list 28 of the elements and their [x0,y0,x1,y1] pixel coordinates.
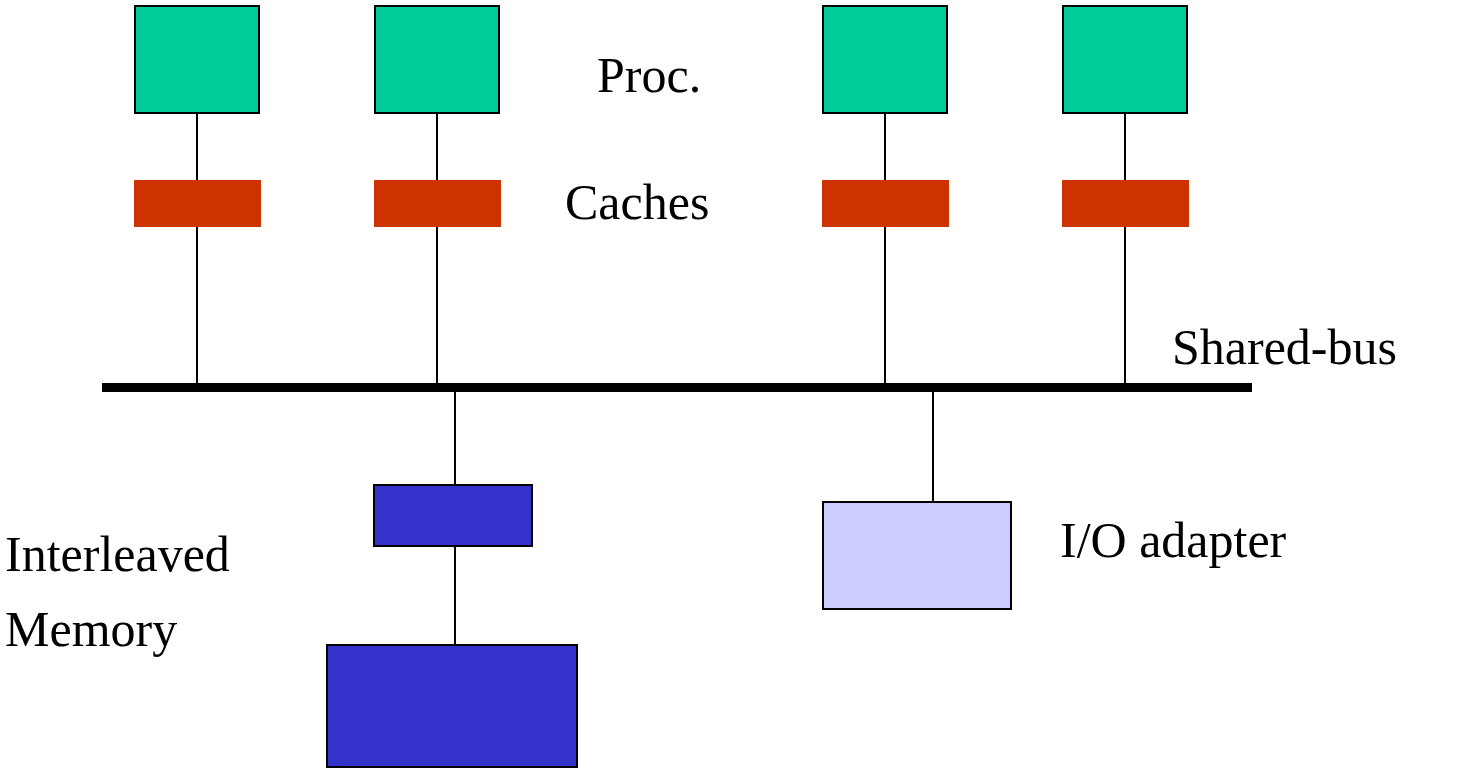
memory-controller-box [373,484,533,547]
connector-line [1124,226,1126,384]
io-adapter-box [822,501,1012,610]
cache-bar [134,180,261,227]
bus-bar [102,383,1252,392]
connector-line [454,546,456,645]
connector-line [1124,113,1126,181]
connector-line [884,226,886,384]
connector-line [884,113,886,181]
label-text: Shared-bus [1172,318,1398,377]
label-text: Interleaved Memory [5,525,231,659]
cache-bar [374,180,501,227]
connector-line [196,226,198,384]
cache-bar [1062,180,1189,227]
processor-box [134,5,260,114]
memory-box [326,644,578,768]
cache-bar [822,180,949,227]
processor-box [1062,5,1188,114]
label-text: I/O adapter [1060,511,1288,570]
label-text: Proc. [597,46,703,105]
connector-line [436,226,438,384]
processor-box [822,5,948,114]
processor-box [374,5,500,114]
connector-line [932,391,934,502]
label-text: Caches [565,173,711,232]
connector-line [454,391,456,485]
connector-line [436,113,438,181]
connector-line [196,113,198,181]
